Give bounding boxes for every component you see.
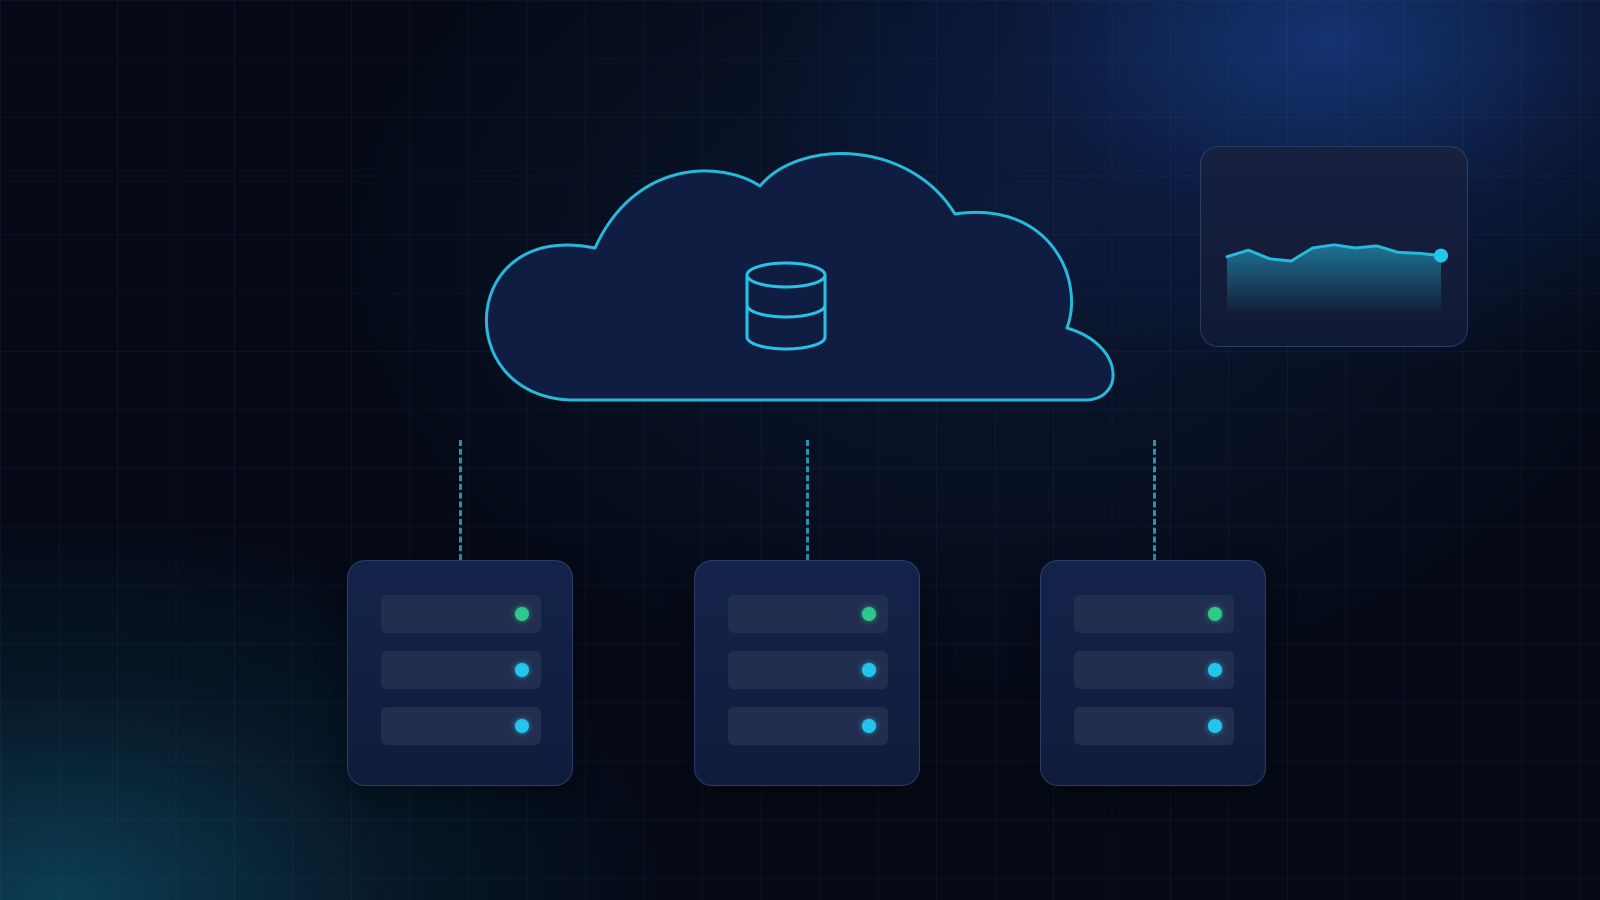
status-led-cyan bbox=[515, 663, 529, 677]
sparkline-line bbox=[1225, 243, 1443, 263]
connector-line-1 bbox=[459, 440, 462, 560]
status-led-green bbox=[1208, 607, 1222, 621]
server-rack-slot bbox=[1074, 651, 1234, 689]
server-2 bbox=[694, 560, 920, 786]
metrics-chart-card bbox=[1200, 146, 1468, 347]
server-rack-slot bbox=[381, 651, 541, 689]
sparkline-endpoint bbox=[1434, 248, 1448, 263]
status-led-green bbox=[515, 607, 529, 621]
status-led-cyan bbox=[1208, 663, 1222, 677]
status-led-green bbox=[862, 607, 876, 621]
server-rack-slot bbox=[1074, 595, 1234, 633]
server-rack-slot bbox=[728, 651, 888, 689]
status-led-cyan bbox=[862, 719, 876, 733]
server-rack-slot bbox=[728, 595, 888, 633]
server-rack-slot bbox=[381, 707, 541, 745]
cloud-shape bbox=[484, 152, 1115, 402]
status-led-cyan bbox=[862, 663, 876, 677]
sparkline-area bbox=[1227, 244, 1441, 315]
server-3 bbox=[1040, 560, 1266, 786]
server-1 bbox=[347, 560, 573, 786]
connector-line-3 bbox=[1153, 440, 1156, 560]
server-rack-slot bbox=[381, 595, 541, 633]
status-led-cyan bbox=[515, 719, 529, 733]
server-rack-slot bbox=[1074, 707, 1234, 745]
server-rack-slot bbox=[728, 707, 888, 745]
database-icon bbox=[745, 261, 827, 351]
connector-line-2 bbox=[806, 440, 809, 560]
status-led-cyan bbox=[1208, 719, 1222, 733]
sparkline-chart bbox=[1225, 243, 1448, 315]
